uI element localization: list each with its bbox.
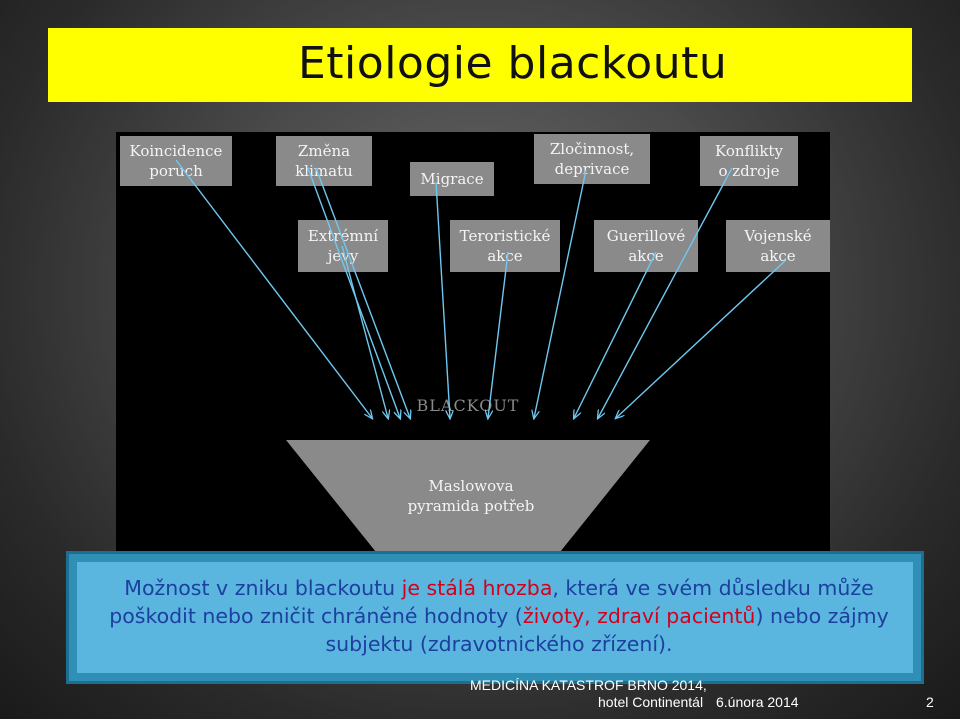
arrow-koincidence <box>175 159 372 418</box>
text-part3: , která ve svém důsledku může poškodit n… <box>109 576 874 628</box>
statement-box: Možnost v zniku blackoutu je stálá hrozb… <box>66 551 924 684</box>
arrow-teroristicke <box>488 251 509 418</box>
arrow-zmena-klimatu-b <box>315 167 410 418</box>
blackout-diagram: Koincidence poruch Změna klimatu Migrace… <box>116 132 830 562</box>
arrow-migrace <box>435 181 450 418</box>
arrow-extremni-jevy <box>341 245 388 418</box>
node-konflikty: Konflikty o zdroje <box>700 136 798 186</box>
maslow-funnel <box>286 440 650 562</box>
slide-title: Etiologie blackoutu <box>298 38 728 89</box>
arrow-zlocinnost <box>534 169 587 418</box>
title-banner: Etiologie blackoutu <box>48 28 912 102</box>
page-number: 2 <box>926 694 934 710</box>
arrow-vojenske <box>616 259 787 418</box>
text-highlight-hrozba: je stálá hrozba <box>401 576 553 600</box>
footer-event: MEDICÍNA KATASTROF BRNO 2014, <box>470 677 707 693</box>
funnel-label: Maslowova pyramida potřeb <box>407 477 535 515</box>
blackout-label: BLACKOUT <box>416 396 520 415</box>
text-part1: Možnost v zniku blackoutu <box>124 576 402 600</box>
statement-box-inner: Možnost v zniku blackoutu je stálá hrozb… <box>77 562 913 673</box>
statement-text: Možnost v zniku blackoutu je stálá hrozb… <box>89 574 909 658</box>
node-zmena-klimatu: Změna klimatu <box>276 136 372 186</box>
node-koincidence: Koincidence poruch <box>120 136 232 186</box>
node-zlocinnost: Zločinnost, deprivace <box>534 134 650 184</box>
text-part5: ) nebo zájmy subjektu ( <box>325 604 889 656</box>
footer-date: 6.února 2014 <box>716 694 799 710</box>
node-vojenske: Vojenské akce <box>726 220 830 272</box>
arrow-konflikty <box>598 167 733 418</box>
node-teroristicke: Teroristické akce <box>450 220 560 272</box>
footer-venue: hotel Continentál <box>598 694 704 710</box>
node-migrace: Migrace <box>410 162 494 196</box>
text-part6: zdravotnického zřízení <box>427 632 659 656</box>
arrow-guerillove <box>574 251 657 418</box>
text-highlight-zivoty: životy, zdraví pacientů <box>522 604 756 628</box>
diagram-graphics <box>175 159 787 562</box>
text-part7: ). <box>658 632 673 656</box>
